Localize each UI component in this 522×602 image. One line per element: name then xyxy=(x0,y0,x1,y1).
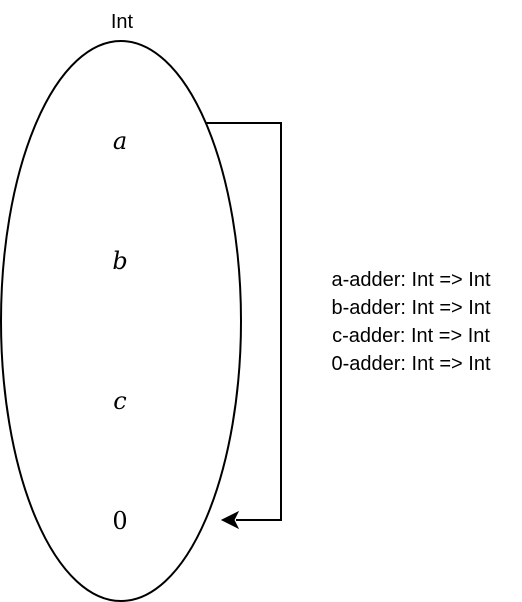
set-element-c: c xyxy=(113,387,127,415)
set-title: Int xyxy=(110,11,134,33)
int-set-ellipse xyxy=(0,40,242,602)
function-label-c-adder: c-adder: Int => Int xyxy=(332,325,490,347)
function-label-b-adder: b-adder: Int => Int xyxy=(331,297,491,319)
set-element-a: a xyxy=(112,127,128,155)
arrow-head xyxy=(220,510,240,530)
set-element-0: 0 xyxy=(112,507,128,535)
set-element-b: b xyxy=(112,247,128,275)
function-label-0-adder: 0-adder: Int => Int xyxy=(331,353,491,375)
function-list: a-adder: Int => Int b-adder: Int => Int … xyxy=(300,266,522,378)
function-label-a-adder: a-adder: Int => Int xyxy=(331,269,491,291)
adder-arrow-path xyxy=(206,122,282,521)
